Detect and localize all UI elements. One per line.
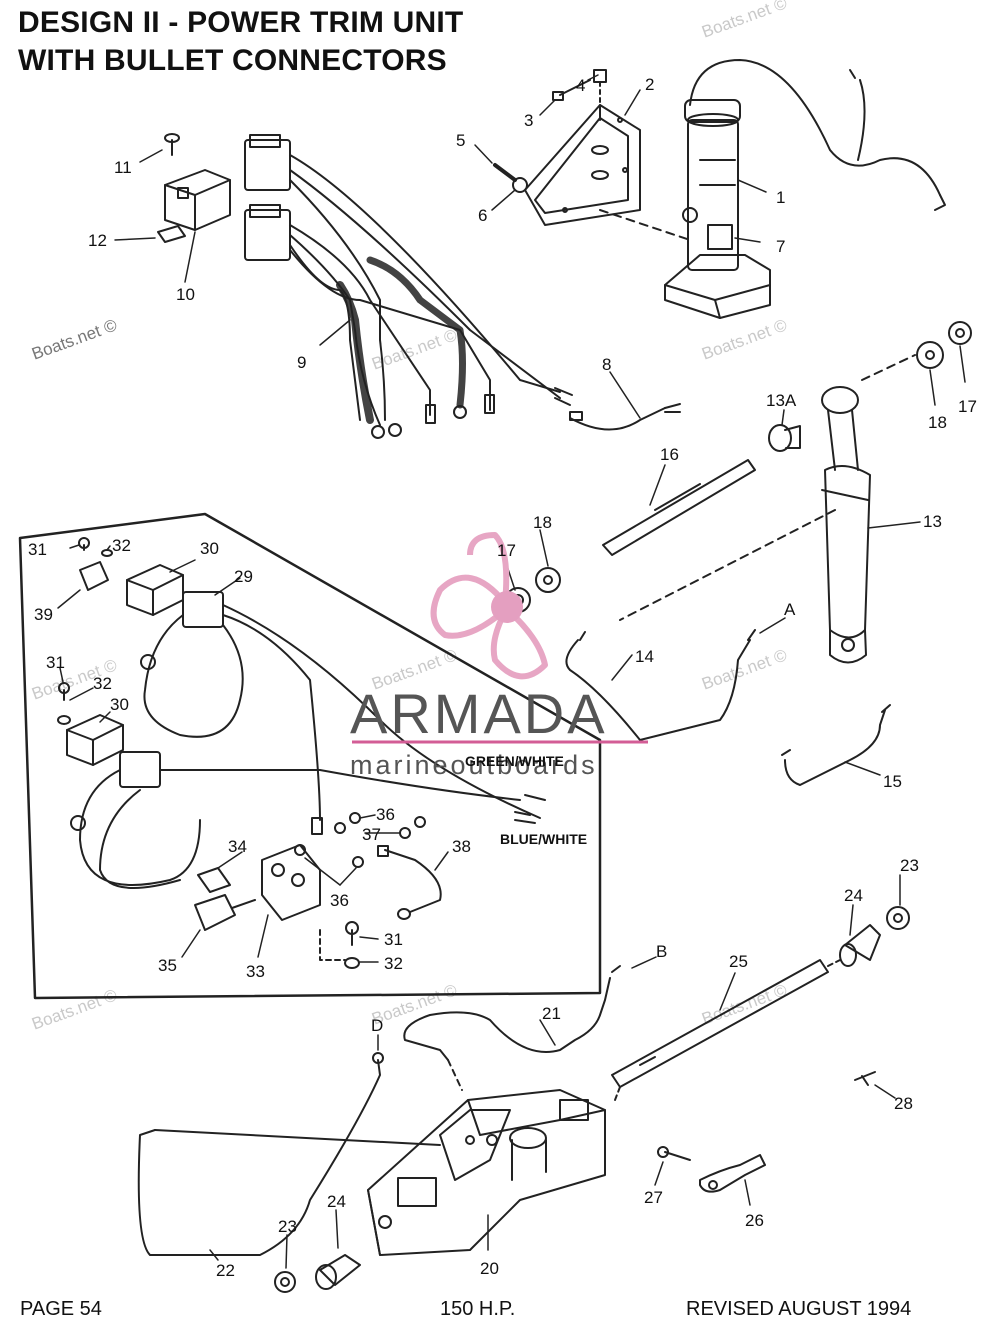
hydraulic-line-22 [137,1052,441,1256]
callout-21: 21 [542,1004,561,1023]
hydraulic-line-15 [781,704,891,786]
callout-12: 12 [88,231,107,250]
callout-2: 2 [645,75,654,94]
callout-24-upper: 24 [844,886,863,905]
callout-26: 26 [745,1211,764,1230]
callout-a: A [784,600,796,619]
callout-4: 4 [576,76,585,95]
trim-pump-body [367,1089,606,1256]
callout-25: 25 [729,952,748,971]
callout-3: 3 [524,111,533,130]
callout-18-lower: 18 [533,513,552,532]
clamp-and-screws [657,1071,876,1193]
callout-18-upper: 18 [928,413,947,432]
footer-model: 150 H.P. [440,1298,516,1320]
callout-35: 35 [158,956,177,975]
callout-15: 15 [883,772,902,791]
trim-pump-motor [664,59,946,319]
wire-label-blue-white: BLUE/WHITE [500,831,587,847]
page-title: DESIGN II - POWER TRIM UNIT WITH BULLET … [18,4,463,80]
footer-page: PAGE 54 [20,1298,102,1320]
callout-38: 38 [452,837,471,856]
callout-1: 1 [776,188,785,207]
callout-32-c: 32 [384,954,403,973]
title-line-1: DESIGN II - POWER TRIM UNIT [18,6,464,39]
pivot-bushing-24 [315,924,881,1290]
hydraulic-line-14 [565,629,756,741]
callout-27: 27 [644,1188,663,1207]
callout-14: 14 [635,647,654,666]
kit-panel [18,512,602,1000]
callout-33: 33 [246,962,265,981]
pivot-pin-25 [611,959,841,1101]
callout-17-lower: 17 [497,541,516,560]
callout-29: 29 [234,567,253,586]
callout-9: 9 [297,353,306,372]
callout-23-lower: 23 [278,1217,297,1236]
wiring-harness [244,134,573,439]
callout-5: 5 [456,131,465,150]
bolt-and-washer [552,69,607,106]
trim-cylinder [619,354,916,664]
callout-d: D [371,1016,383,1035]
callout-32-b: 32 [93,674,112,693]
callout-31-b: 31 [46,653,65,672]
callout-34: 34 [228,837,247,856]
footer-revision: REVISED AUGUST 1994 [686,1298,912,1320]
callout-24-lower: 24 [327,1192,346,1211]
armada-wordmark: ARMADA [350,682,608,745]
pivot-pin-hardware [505,321,972,613]
callout-6: 6 [478,206,487,225]
callout-13: 13 [923,512,942,531]
callout-labels: 1 2 3 4 5 6 7 8 9 10 11 12 13 13A 14 15 … [28,75,977,1280]
title-line-2: WITH BULLET CONNECTORS [18,44,447,77]
callout-20: 20 [480,1259,499,1278]
callout-23-upper: 23 [900,856,919,875]
callout-16: 16 [660,445,679,464]
relay-assembly [157,133,231,243]
armada-tagline: marineoutboards [350,750,598,780]
callout-39: 39 [34,605,53,624]
callout-13a: 13A [766,391,797,410]
armada-logo: ARMADA marineoutboards [350,532,648,780]
callout-10: 10 [176,285,195,304]
callout-36-upper: 36 [376,805,395,824]
wire-label-green-white: GREEN/WHITE [465,753,564,769]
callout-30-lower: 30 [110,695,129,714]
callout-31-c: 31 [384,930,403,949]
callout-31-a: 31 [28,540,47,559]
callout-28: 28 [894,1094,913,1113]
trim-lead-wire [569,403,681,431]
callout-17-upper: 17 [958,397,977,416]
callout-leaders [57,74,966,1269]
hydraulic-line-21 [403,965,621,1091]
screw-and-washer [493,163,528,193]
mounting-bracket [524,104,691,241]
callout-36-lower: 36 [330,891,349,910]
callout-37: 37 [362,825,381,844]
callout-11: 11 [114,158,132,177]
callout-b: B [656,942,667,961]
callout-22: 22 [216,1261,235,1280]
callout-30-upper: 30 [200,539,219,558]
callout-32-a: 32 [112,536,131,555]
callout-7: 7 [776,237,785,256]
callout-8: 8 [602,355,611,374]
pivot-nut-23 [274,906,910,1293]
